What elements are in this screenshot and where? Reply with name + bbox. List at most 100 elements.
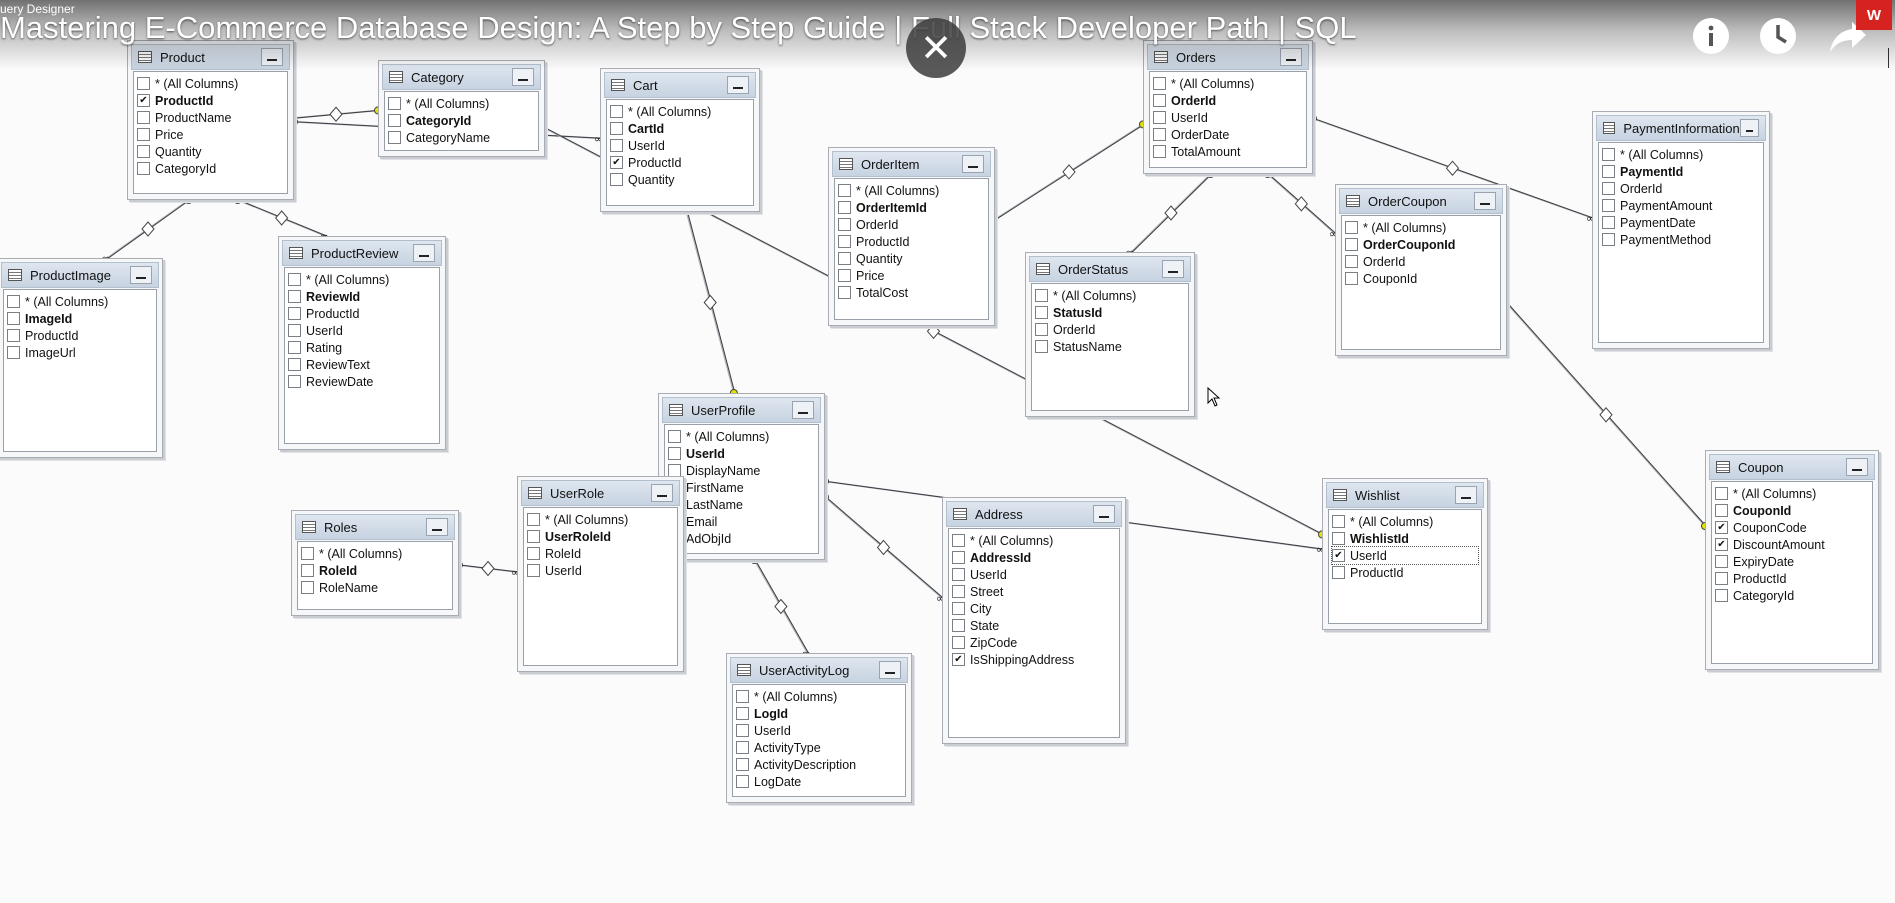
column-row[interactable]: AddressId [952,549,1116,566]
table-header[interactable]: Coupon [1709,454,1875,480]
column-row[interactable]: OrderId [838,216,985,233]
column-row[interactable]: OrderId [1035,321,1185,338]
minimize-icon[interactable] [512,68,534,86]
column-row[interactable]: UserId [668,445,815,462]
column-checkbox[interactable] [610,105,623,118]
column-checkbox[interactable] [838,235,851,248]
column-row[interactable]: OrderId [1153,92,1303,109]
column-checkbox[interactable] [388,131,401,144]
minimize-icon[interactable] [727,76,749,94]
column-row[interactable]: StatusName [1035,338,1185,355]
channel-badge[interactable]: W [1856,0,1892,30]
column-row[interactable]: ✔UserId [1331,546,1479,565]
column-row[interactable]: UserId [736,722,902,739]
column-row[interactable]: * (All Columns) [952,532,1116,549]
column-row[interactable]: ReviewText [288,356,436,373]
column-checkbox[interactable] [527,564,540,577]
column-row[interactable]: * (All Columns) [1345,219,1497,236]
column-checkbox[interactable] [288,324,301,337]
column-checkbox[interactable] [7,329,20,342]
column-checkbox[interactable] [1035,340,1048,353]
column-row[interactable]: ✔IsShippingAddress [952,651,1116,668]
column-checkbox[interactable] [301,581,314,594]
column-row[interactable]: CouponId [1715,502,1869,519]
column-row[interactable]: OrderItemId [838,199,985,216]
table-header[interactable]: PaymentInformation [1596,115,1766,141]
column-row[interactable]: ExpiryDate [1715,553,1869,570]
minimize-icon[interactable] [651,484,673,502]
table-header[interactable]: Cart [604,72,756,98]
column-checkbox[interactable] [736,707,749,720]
column-row[interactable]: CategoryId [137,160,284,177]
column-row[interactable]: Email [668,513,815,530]
table-header[interactable]: Address [946,501,1122,527]
column-row[interactable]: UserId [288,322,436,339]
column-checkbox[interactable] [952,551,965,564]
column-row[interactable]: CategoryId [1715,587,1869,604]
info-button[interactable] [1687,12,1735,60]
table-coupon[interactable]: Coupon* (All Columns)CouponId✔CouponCode… [1705,450,1879,670]
table-header[interactable]: Roles [295,514,455,540]
column-row[interactable]: LastName [668,496,815,513]
column-row[interactable]: FirstName [668,479,815,496]
column-checkbox[interactable] [952,602,965,615]
column-row[interactable]: OrderId [1345,253,1497,270]
table-header[interactable]: ProductReview [282,240,442,266]
column-row[interactable]: StatusId [1035,304,1185,321]
column-checkbox[interactable] [288,375,301,388]
column-checkbox[interactable] [610,122,623,135]
column-checkbox[interactable] [952,636,965,649]
column-row[interactable]: PaymentAmount [1602,197,1760,214]
column-checkbox[interactable] [1035,289,1048,302]
column-checkbox[interactable]: ✔ [610,156,623,169]
column-checkbox[interactable] [838,184,851,197]
column-row[interactable]: LogDate [736,773,902,790]
minimize-icon[interactable] [426,518,448,536]
column-list[interactable]: * (All Columns)CouponId✔CouponCode✔Disco… [1711,481,1873,664]
column-checkbox[interactable] [1153,128,1166,141]
column-checkbox[interactable] [610,173,623,186]
column-checkbox[interactable]: ✔ [1715,538,1728,551]
column-checkbox[interactable] [1153,94,1166,107]
column-checkbox[interactable] [736,741,749,754]
column-row[interactable]: Price [838,267,985,284]
column-checkbox[interactable] [1345,221,1358,234]
column-checkbox[interactable] [838,218,851,231]
column-checkbox[interactable] [137,128,150,141]
relationship-line[interactable]: ∞ [1263,170,1338,241]
relationship-line[interactable]: ∞ [750,556,811,661]
column-checkbox[interactable] [7,295,20,308]
minimize-icon[interactable] [1280,48,1302,66]
table-header[interactable]: UserProfile [662,397,821,423]
table-header[interactable]: Product [131,44,290,70]
column-row[interactable]: OrderId [1602,180,1760,197]
column-checkbox[interactable]: ✔ [137,94,150,107]
column-checkbox[interactable]: ✔ [1715,521,1728,534]
minimize-icon[interactable] [1093,505,1115,523]
column-checkbox[interactable] [736,724,749,737]
column-checkbox[interactable] [301,564,314,577]
table-header[interactable]: ProductImage [1,262,159,288]
column-checkbox[interactable] [1332,532,1345,545]
column-checkbox[interactable] [952,619,965,632]
column-checkbox[interactable] [1602,216,1615,229]
relationship-line[interactable]: ∞ [989,120,1147,227]
column-row[interactable]: RoleName [301,579,449,596]
column-row[interactable]: AdObjId [668,530,815,547]
column-checkbox[interactable] [1345,272,1358,285]
column-checkbox[interactable] [838,252,851,265]
minimize-icon[interactable] [792,401,814,419]
minimize-icon[interactable] [261,48,283,66]
table-header[interactable]: Orders [1147,44,1309,70]
column-row[interactable]: * (All Columns) [1153,75,1303,92]
